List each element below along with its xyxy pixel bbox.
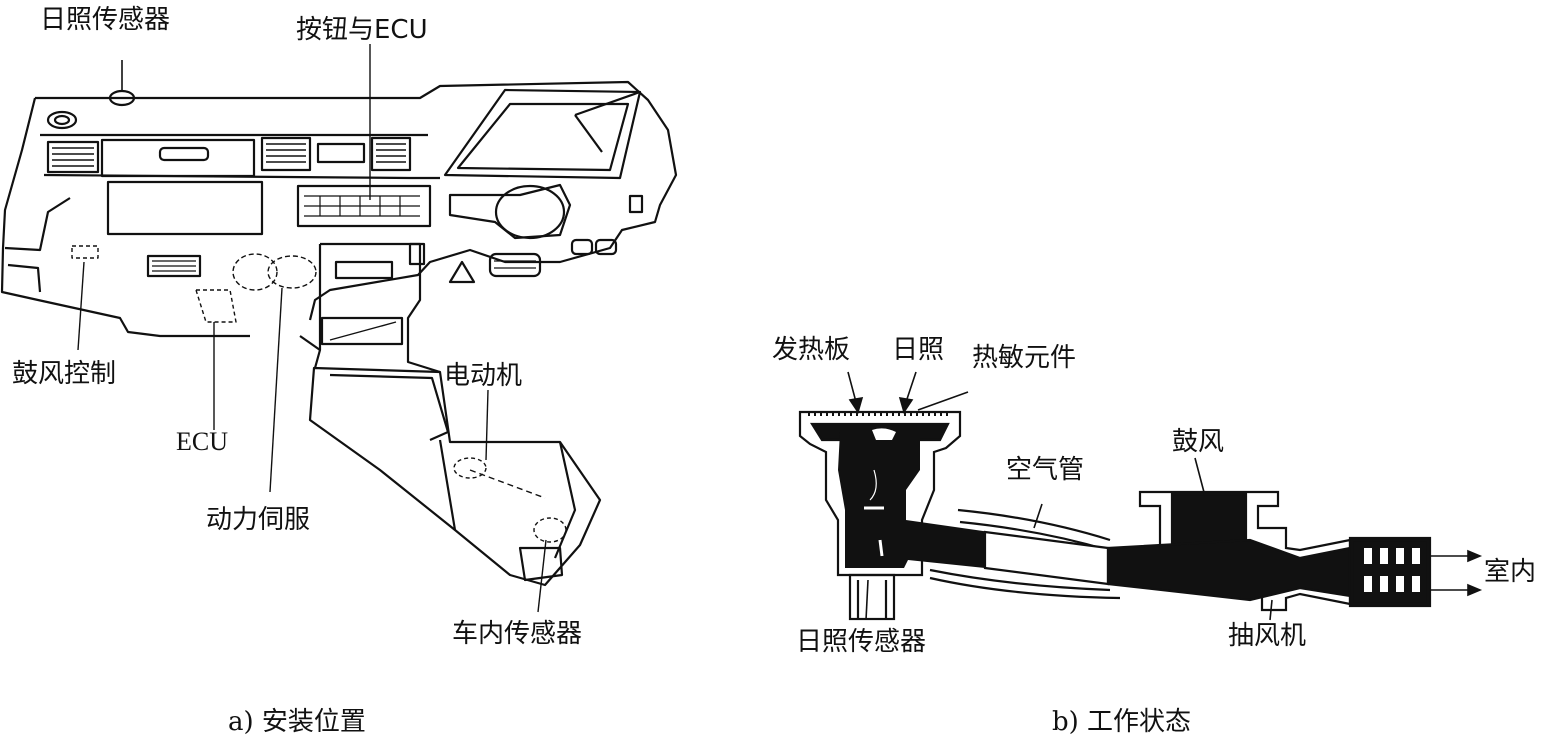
caption-panel-b: b) 工作状态 <box>1052 707 1192 737</box>
label-blower: 鼓风 <box>1172 427 1225 457</box>
panel-b-arrows <box>847 371 1483 621</box>
label-cabin-sensor: 车内传感器 <box>452 619 583 649</box>
blower-assembly <box>1106 490 1432 612</box>
sensor-body <box>838 428 990 568</box>
label-power-servo: 动力伺服 <box>206 505 311 535</box>
label-exhaust-fan: 抽风机 <box>1228 621 1307 651</box>
label-thermistor: 热敏元件 <box>972 343 1077 373</box>
dashboard-drawing <box>0 60 678 587</box>
label-indoor: 室内 <box>1484 557 1537 587</box>
label-blower-control: 鼓风控制 <box>12 359 117 389</box>
label-sun-sensor-b: 日照传感器 <box>796 627 927 657</box>
label-buttons-ecu: 按钮与ECU <box>296 15 428 45</box>
label-heater-plate: 发热板 <box>772 335 851 365</box>
panel-a-leader-lines <box>77 44 547 613</box>
air-tube <box>929 508 1121 600</box>
caption-panel-a: a) 安装位置 <box>228 707 366 737</box>
label-ecu: ECU <box>176 427 228 456</box>
label-sunlight: 日照 <box>892 335 945 365</box>
label-air-tube: 空气管 <box>1006 455 1085 485</box>
label-sun-sensor-a: 日照传感器 <box>40 5 171 35</box>
label-motor: 电动机 <box>444 361 523 391</box>
